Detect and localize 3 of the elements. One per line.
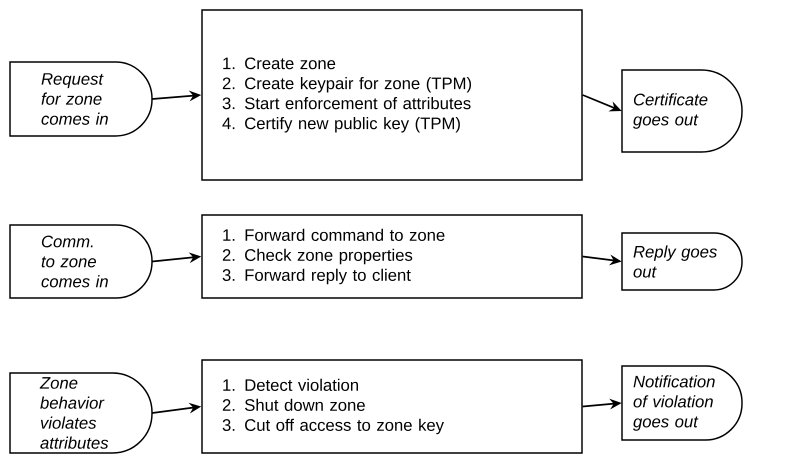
- process-box: 1. Forward command to zone 2. Check zone properties 3. Forward reply to client: [201, 214, 583, 299]
- process-box: 1. Detect violation 2. Shut down zone 3. Cut off access to zone key: [201, 359, 583, 454]
- process-box: 1. Create zone 2. Create keypair for zone (TPM) 3. Start enforcement of attributes 4. Certify new public key (TPM): [201, 9, 583, 181]
